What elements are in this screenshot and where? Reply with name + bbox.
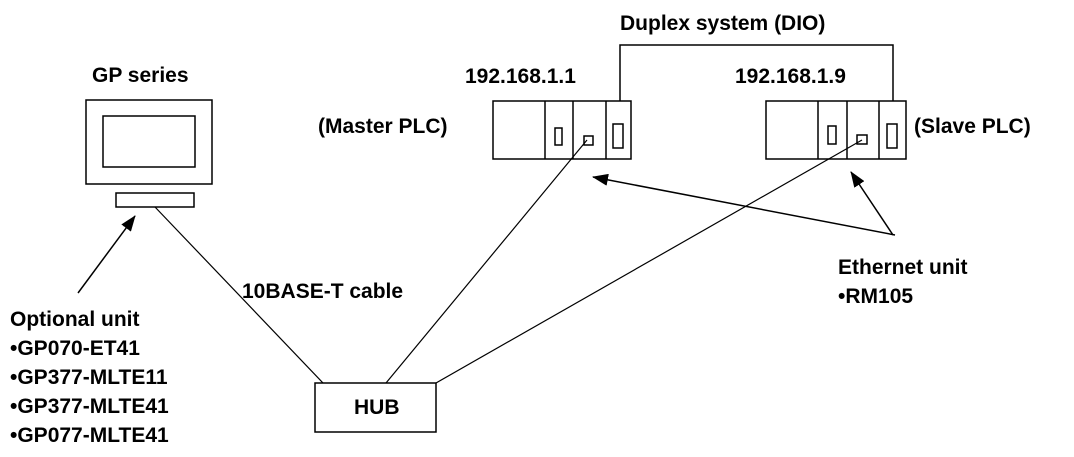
- optional-unit-item: •GP377-MLTE11: [10, 366, 168, 389]
- duplex-connection-line: [619, 44, 894, 101]
- hub-label: HUB: [354, 396, 400, 419]
- ethernet-unit-title: Ethernet unit: [838, 256, 968, 279]
- cable-slave-to-hub: [435, 139, 863, 384]
- ethernet-unit-item: •RM105: [838, 285, 913, 308]
- optional-unit-title: Optional unit: [10, 308, 139, 331]
- ethernet-unit-arrow-master: [592, 173, 896, 236]
- optional-unit-item: •GP070-ET41: [10, 337, 140, 360]
- cable-master-to-hub: [385, 139, 588, 384]
- cable-gp-to-hub: [154, 206, 324, 384]
- optional-unit-item: •GP377-MLTE41: [10, 395, 169, 418]
- gp-monitor-icon: [85, 99, 213, 208]
- optional-unit-arrow: [77, 215, 136, 294]
- master-plc-rack: [492, 100, 632, 160]
- master-plc-ip: 192.168.1.1: [465, 65, 576, 88]
- slave-plc-label: (Slave PLC): [914, 115, 1031, 138]
- duplex-label: Duplex system (DIO): [620, 12, 825, 35]
- hub-box: [314, 382, 437, 433]
- master-plc-label: (Master PLC): [318, 115, 448, 138]
- slave-plc-rack: [765, 100, 907, 160]
- slave-plc-ip: 192.168.1.9: [735, 65, 846, 88]
- ethernet-unit-arrow-slave: [850, 171, 894, 236]
- cable-label: 10BASE-T cable: [242, 280, 403, 303]
- optional-unit-item: •GP077-MLTE41: [10, 424, 169, 447]
- gp-series-title: GP series: [92, 64, 189, 87]
